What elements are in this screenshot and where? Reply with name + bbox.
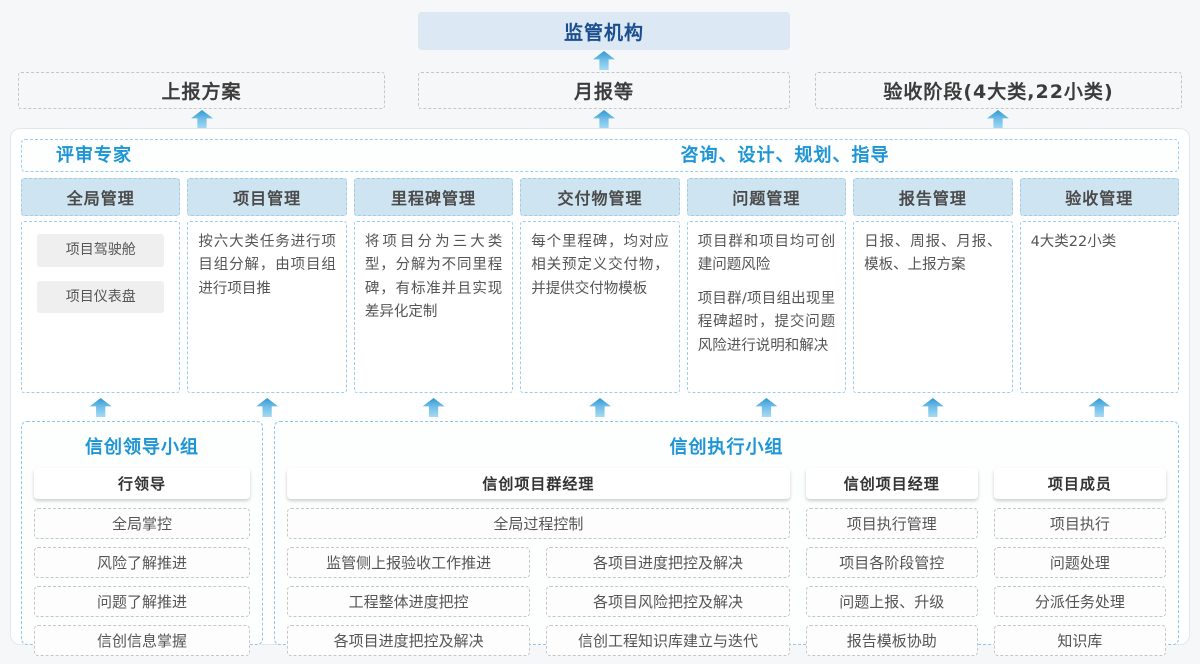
project-manager-item: 项目各阶段管控: [805, 547, 978, 578]
platform-container: 评审专家 咨询、设计、规划、指导 全局管理 项目驾驶舱 项目仪表盘 项目管理 按…: [10, 128, 1190, 656]
leader-item: 问题了解推进: [34, 586, 250, 617]
member-group: 项目成员 项目执行 问题处理 分派任务处理 知识库: [993, 468, 1166, 664]
arrow-row: [21, 398, 1179, 417]
column-text: 日报、周报、月报、模板、上报方案: [864, 234, 1002, 274]
pm-item: 各项目进度把控及解决: [287, 625, 531, 656]
up-arrow-icon: [755, 398, 778, 417]
report-acceptance-box: 验收阶段(4大类,22小类): [815, 72, 1182, 109]
column-header: 里程碑管理: [353, 178, 514, 216]
column-acceptance-mgmt: 验收管理 4大类22小类: [1019, 178, 1179, 393]
column-header: 验收管理: [1019, 178, 1179, 216]
member-item: 分派任务处理: [993, 586, 1166, 617]
column-project-mgmt: 项目管理 按六大类任务进行项目组分解，由项目组进行项目推: [187, 178, 347, 393]
leader-item: 风险了解推进: [34, 547, 250, 578]
module-columns: 全局管理 项目驾驶舱 项目仪表盘 项目管理 按六大类任务进行项目组分解，由项目组…: [21, 178, 1179, 393]
column-report-mgmt: 报告管理 日报、周报、月报、模板、上报方案: [853, 178, 1013, 393]
project-manager-item: 项目执行管理: [805, 508, 978, 539]
column-body: 按六大类任务进行项目组分解，由项目组进行项目推: [187, 221, 347, 393]
project-manager-item: 报告模板协助: [805, 625, 978, 656]
project-manager-group: 信创项目经理 项目执行管理 项目各阶段管控 问题上报、升级 报告模板协助: [805, 468, 978, 664]
column-header: 全局管理: [21, 178, 181, 216]
column-header: 报告管理: [853, 178, 1013, 216]
role-bank-leader: 行领导: [34, 468, 250, 499]
leader-group-box: 信创领导小组 行领导 全局掌控 风险了解推进 问题了解推进 信创信息掌握: [21, 421, 263, 656]
column-text: 4大类22小类: [1030, 234, 1117, 250]
column-deliverable-mgmt: 交付物管理 每个里程碑，均对应相关预定义交付物，并提供交付物模板: [520, 178, 680, 393]
pm-item: 信创工程知识库建立与迭代: [546, 625, 790, 656]
member-item: 问题处理: [993, 547, 1166, 578]
column-body: 项目群和项目均可创建问题风险 项目群/项目组出现里程碑超时，提交问题风险进行说明…: [686, 221, 847, 393]
column-body: 项目驾驶舱 项目仪表盘: [21, 221, 181, 393]
report-monthly-box: 月报等: [418, 72, 790, 109]
role-project-manager: 信创项目经理: [805, 468, 978, 499]
pill-project-dashboard: 项目仪表盘: [37, 280, 165, 314]
column-body: 日报、周报、月报、模板、上报方案: [853, 221, 1013, 393]
pm-item: 工程整体进度把控: [287, 586, 531, 617]
report-plan-box: 上报方案: [18, 72, 385, 109]
advisory-label: 咨询、设计、规划、指导: [680, 145, 890, 166]
column-header: 交付物管理: [520, 178, 680, 216]
up-arrow-icon: [256, 398, 279, 417]
up-arrow-icon: [191, 110, 213, 129]
program-manager-group: 信创项目群经理 全局过程控制 监管侧上报验收工作推进 各项目进度把控及解决 工程…: [287, 468, 790, 664]
leader-group-title: 信创领导小组: [85, 437, 199, 458]
up-arrow-icon: [422, 398, 445, 417]
pill-project-cockpit: 项目驾驶舱: [37, 234, 165, 267]
up-arrow-icon: [1088, 398, 1111, 417]
up-arrow-icon: [588, 398, 611, 417]
column-issue-mgmt: 问题管理 项目群和项目均可创建问题风险 项目群/项目组出现里程碑超时，提交问题风…: [686, 178, 847, 393]
exec-group-box: 信创执行小组 信创项目群经理 全局过程控制 监管侧上报验收工作推进 各项目进度把…: [274, 421, 1179, 656]
column-header: 项目管理: [187, 178, 347, 216]
regulator-box: 监管机构: [418, 12, 790, 50]
member-item: 项目执行: [993, 508, 1166, 539]
pm-item: 各项目风险把控及解决: [546, 586, 790, 617]
up-arrow-icon: [593, 110, 615, 129]
column-body: 4大类22小类: [1019, 221, 1179, 393]
column-header: 问题管理: [686, 178, 847, 216]
column-body: 将项目分为三大类型，分解为不同里程碑，有标准并且实现差异化定制: [353, 221, 514, 393]
pm-item: 监管侧上报验收工作推进: [287, 547, 531, 578]
pm-items-grid: 监管侧上报验收工作推进 各项目进度把控及解决 工程整体进度把控 各项目风险把控及…: [287, 547, 790, 664]
column-text: 项目群和项目均可创建问题风险: [697, 234, 836, 274]
exec-columns: 信创项目群经理 全局过程控制 监管侧上报验收工作推进 各项目进度把控及解决 工程…: [287, 468, 1166, 664]
pm-item-full: 全局过程控制: [287, 508, 790, 539]
up-arrow-icon: [921, 398, 944, 417]
column-text: 按六大类任务进行项目组分解，由项目组进行项目推: [198, 234, 336, 297]
bottom-groups: 信创领导小组 行领导 全局掌控 风险了解推进 问题了解推进 信创信息掌握 信创执…: [21, 421, 1179, 656]
leader-item: 全局掌控: [34, 508, 250, 539]
up-arrow-icon: [89, 398, 112, 417]
project-manager-item: 问题上报、升级: [805, 586, 978, 617]
column-milestone-mgmt: 里程碑管理 将项目分为三大类型，分解为不同里程碑，有标准并且实现差异化定制: [353, 178, 514, 393]
pm-item: 各项目进度把控及解决: [546, 547, 790, 578]
leader-item: 信创信息掌握: [34, 625, 250, 656]
column-global-mgmt: 全局管理 项目驾驶舱 项目仪表盘: [21, 178, 181, 393]
column-text: 项目群/项目组出现里程碑超时，提交问题风险进行说明和解决: [697, 290, 836, 354]
role-member: 项目成员: [993, 468, 1166, 499]
up-arrow-icon: [593, 51, 615, 70]
advisory-label-row: 评审专家 咨询、设计、规划、指导: [21, 139, 1179, 172]
expert-review-label: 评审专家: [56, 145, 132, 166]
member-item: 知识库: [993, 625, 1166, 656]
up-arrow-icon: [987, 110, 1009, 129]
role-program-manager: 信创项目群经理: [287, 468, 790, 499]
column-text: 将项目分为三大类型，分解为不同里程碑，有标准并且实现差异化定制: [364, 234, 503, 321]
column-body: 每个里程碑，均对应相关预定义交付物，并提供交付物模板: [520, 221, 680, 393]
exec-group-title: 信创执行小组: [669, 437, 784, 458]
column-text: 每个里程碑，均对应相关预定义交付物，并提供交付物模板: [531, 234, 669, 297]
